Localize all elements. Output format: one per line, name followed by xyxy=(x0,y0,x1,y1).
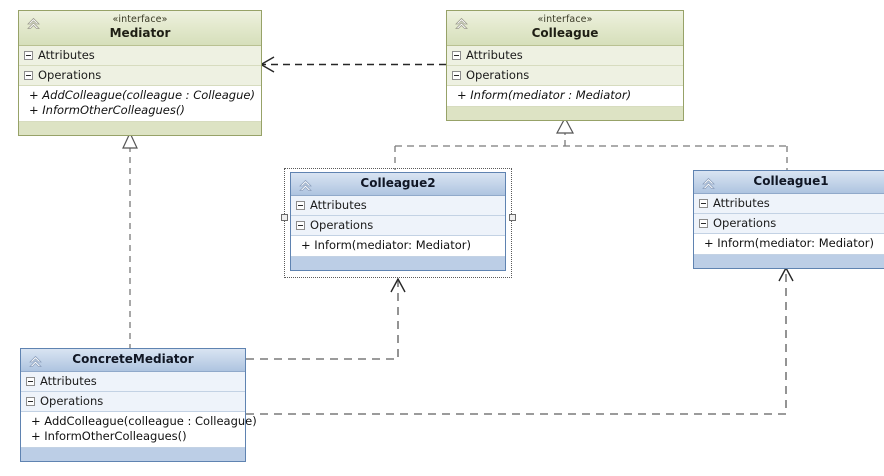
colleague-operations-row[interactable]: Operations xyxy=(447,66,683,86)
uml-class-colleague[interactable]: «interface» Colleague Attributes Operati… xyxy=(446,10,684,121)
colleague2-attributes-row[interactable]: Attributes xyxy=(291,196,505,216)
operation-item: + InformOtherColleagues() xyxy=(31,429,187,443)
operation-item: + Inform(mediator: Mediator) xyxy=(704,236,874,250)
open-arrowhead-icon xyxy=(259,56,275,73)
colleague1-attributes-row[interactable]: Attributes xyxy=(694,194,884,214)
colleague2-operations-list: + Inform(mediator: Mediator) xyxy=(291,236,505,257)
minus-box-icon[interactable] xyxy=(24,51,33,60)
colleague1-header: Colleague1 xyxy=(694,171,884,194)
colleague-footer xyxy=(447,107,683,120)
edge-concretemediator-uses-colleague2 xyxy=(246,277,406,360)
double-chevron-up-icon xyxy=(455,17,468,29)
uml-class-mediator[interactable]: «interface» Mediator Attributes Operatio… xyxy=(18,10,262,136)
minus-box-icon[interactable] xyxy=(699,199,708,208)
concretemediator-attributes-row[interactable]: Attributes xyxy=(21,372,245,392)
mediator-header: «interface» Mediator xyxy=(19,11,261,46)
colleague-header: «interface» Colleague xyxy=(447,11,683,46)
colleague2-attributes-label: Attributes xyxy=(310,198,367,212)
concretemediator-header: ConcreteMediator xyxy=(21,349,245,372)
minus-box-icon[interactable] xyxy=(26,377,35,386)
concretemediator-operations-label: Operations xyxy=(40,394,104,408)
double-chevron-up-icon xyxy=(27,17,40,29)
colleague1-name: Colleague1 xyxy=(753,174,829,188)
colleague1-operations-row[interactable]: Operations xyxy=(694,214,884,234)
minus-box-icon[interactable] xyxy=(452,71,461,80)
uml-class-colleague2[interactable]: Colleague2 Attributes Operations + Infor… xyxy=(290,172,506,271)
operation-item: + Inform(mediator : Mediator) xyxy=(457,88,632,102)
edge-colleague-uses-mediator xyxy=(259,56,446,73)
edge-concretemediator-uses-colleague1 xyxy=(246,266,794,415)
mediator-footer xyxy=(19,122,261,135)
mediator-name: Mediator xyxy=(109,26,171,40)
colleague-stereotype: «interface» xyxy=(537,14,593,25)
minus-box-icon[interactable] xyxy=(699,219,708,228)
uml-class-colleague1[interactable]: Colleague1 Attributes Operations + Infor… xyxy=(693,170,884,269)
concretemediator-footer xyxy=(21,448,245,461)
uml-class-concretemediator[interactable]: ConcreteMediator Attributes Operations +… xyxy=(20,348,257,462)
concretemediator-attributes-label: Attributes xyxy=(40,374,97,388)
colleague2-header: Colleague2 xyxy=(291,173,505,196)
minus-box-icon[interactable] xyxy=(296,201,305,210)
resize-handle-right[interactable] xyxy=(509,214,516,221)
concretemediator-operations-row[interactable]: Operations xyxy=(21,392,245,412)
mediator-stereotype: «interface» xyxy=(112,14,168,25)
operation-item: + AddColleague(colleague : Colleague) xyxy=(29,88,255,102)
minus-box-icon[interactable] xyxy=(26,397,35,406)
colleague1-operations-label: Operations xyxy=(713,216,777,230)
open-arrowhead-icon xyxy=(390,277,406,293)
colleague-attributes-label: Attributes xyxy=(466,48,523,62)
colleague-name: Colleague xyxy=(531,26,599,40)
resize-handle-left[interactable] xyxy=(281,214,288,221)
operation-item: + AddColleague(colleague : Colleague) xyxy=(31,414,257,428)
mediator-attributes-label: Attributes xyxy=(38,48,95,62)
colleague1-attributes-label: Attributes xyxy=(713,196,770,210)
colleague-operations-label: Operations xyxy=(466,68,530,82)
open-arrowhead-icon xyxy=(778,266,794,282)
mediator-attributes-row[interactable]: Attributes xyxy=(19,46,261,66)
colleague-operations-list: + Inform(mediator : Mediator) xyxy=(447,86,683,107)
operation-item: + InformOtherColleagues() xyxy=(29,103,185,117)
colleague2-footer xyxy=(291,257,505,270)
operation-item: + Inform(mediator: Mediator) xyxy=(301,238,471,252)
colleague2-operations-label: Operations xyxy=(310,218,374,232)
colleague-attributes-row[interactable]: Attributes xyxy=(447,46,683,66)
edge-concretemediator-realizes-mediator xyxy=(122,131,138,350)
colleague2-name: Colleague2 xyxy=(360,176,436,190)
mediator-operations-list: + AddColleague(colleague : Colleague) + … xyxy=(19,86,261,122)
double-chevron-up-icon xyxy=(299,179,312,191)
double-chevron-up-icon xyxy=(29,355,42,367)
edge-colleagues-realize-colleague xyxy=(394,116,788,170)
colleague1-operations-list: + Inform(mediator: Mediator) xyxy=(694,234,884,255)
minus-box-icon[interactable] xyxy=(296,221,305,230)
mediator-operations-label: Operations xyxy=(38,68,102,82)
double-chevron-up-icon xyxy=(702,177,715,189)
mediator-operations-row[interactable]: Operations xyxy=(19,66,261,86)
colleague2-operations-row[interactable]: Operations xyxy=(291,216,505,236)
concretemediator-name: ConcreteMediator xyxy=(72,352,194,366)
minus-box-icon[interactable] xyxy=(452,51,461,60)
minus-box-icon[interactable] xyxy=(24,71,33,80)
concretemediator-operations-list: + AddColleague(colleague : Colleague) + … xyxy=(21,412,257,448)
colleague1-footer xyxy=(694,255,884,268)
